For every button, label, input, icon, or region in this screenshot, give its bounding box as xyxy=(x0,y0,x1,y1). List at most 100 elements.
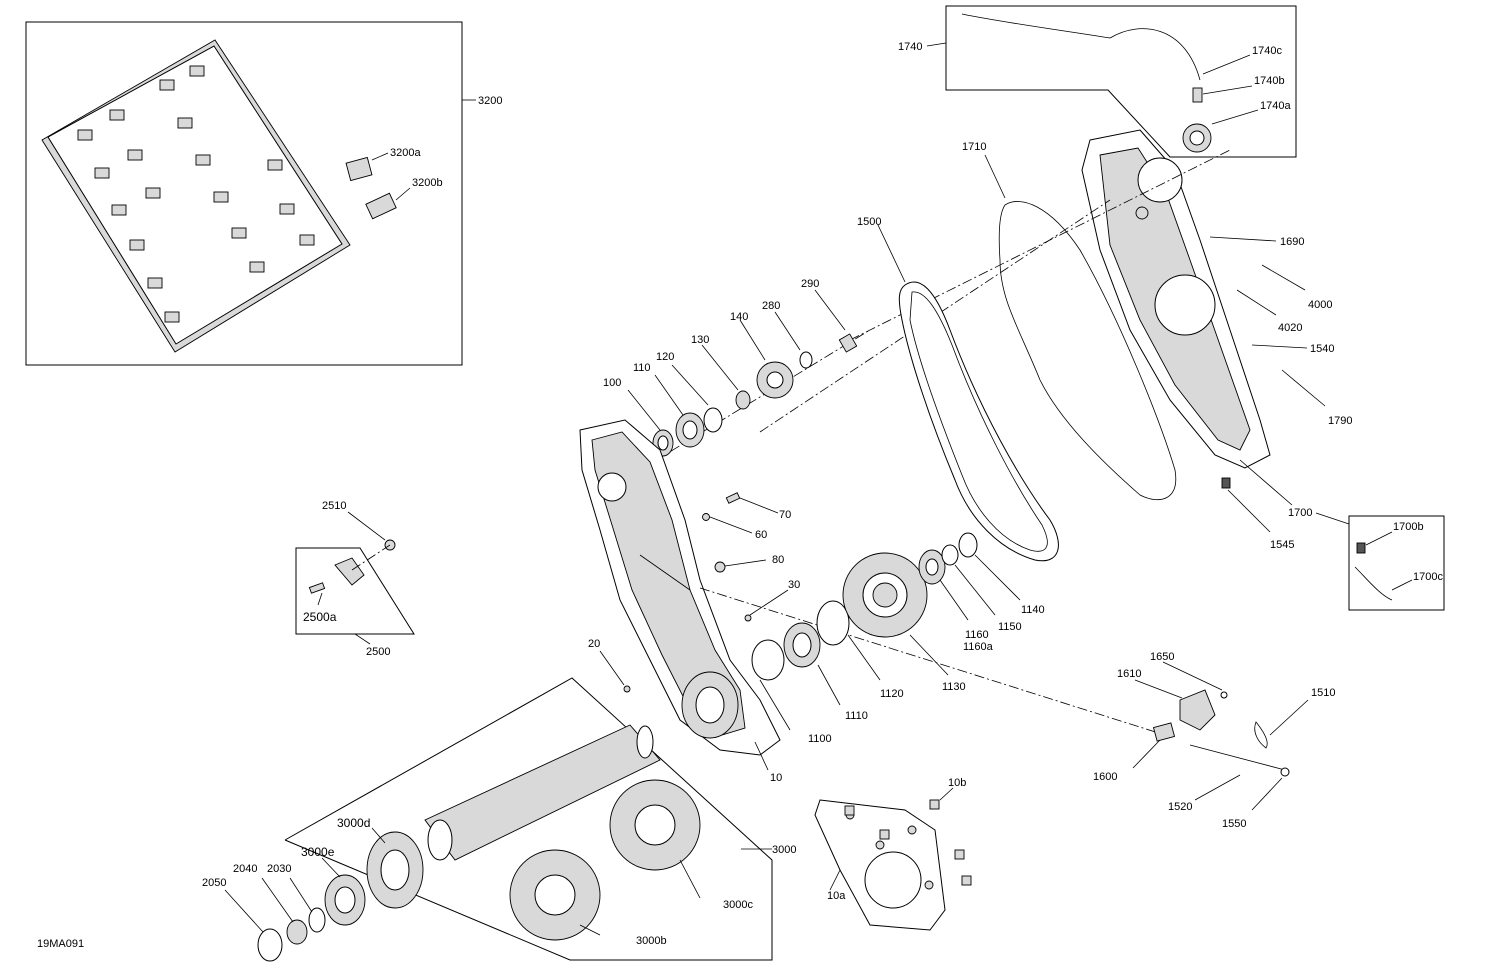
lower-gear-stack xyxy=(751,532,1021,731)
oil-line-inset-1740 xyxy=(926,5,1297,158)
ring-2050 xyxy=(257,928,283,962)
callout-1510: 1510 xyxy=(1311,687,1335,699)
sprocket-3000c xyxy=(609,779,701,871)
nut-80 xyxy=(714,561,726,573)
inset-2500 xyxy=(295,511,415,645)
callout-1690: 1690 xyxy=(1280,236,1304,248)
callout-1160a: 1160a xyxy=(963,641,994,653)
washer-1150 xyxy=(941,544,959,566)
callout-100: 100 xyxy=(603,377,621,389)
gasket-10a xyxy=(814,787,972,931)
callout-10: 10 xyxy=(770,772,782,784)
callout-2500a: 2500a xyxy=(303,610,337,624)
callout-130: 130 xyxy=(691,334,709,346)
callout-1545: 1545 xyxy=(1270,539,1294,551)
callout-1700: 1700 xyxy=(1288,507,1312,519)
callout-3000: 3000 xyxy=(772,844,796,856)
callout-labels: 3200 3200a 3200b 1740 1740c 1740b 1740a … xyxy=(37,41,1443,950)
callout-2050: 2050 xyxy=(202,877,226,889)
inset-1700bc xyxy=(1315,512,1445,611)
chaincase-housing-10 xyxy=(579,419,1166,771)
drawing-id: 19MA091 xyxy=(37,938,84,950)
callout-2040: 2040 xyxy=(233,863,257,875)
spacer-130 xyxy=(735,390,751,410)
callout-10a: 10a xyxy=(827,890,846,902)
callout-2510: 2510 xyxy=(322,500,346,512)
callout-1600: 1600 xyxy=(1093,771,1117,783)
callout-290: 290 xyxy=(801,278,819,290)
callout-120: 120 xyxy=(656,351,674,363)
drive-shaft-inset-3000 xyxy=(284,677,773,961)
callout-1150: 1150 xyxy=(998,621,1022,633)
callout-3200b: 3200b xyxy=(412,177,443,189)
nut-2040 xyxy=(286,919,308,945)
callout-4000: 4000 xyxy=(1308,299,1332,311)
callout-1700b: 1700b xyxy=(1393,521,1424,533)
callout-280: 280 xyxy=(762,300,780,312)
callout-1160: 1160 xyxy=(965,629,989,641)
pin-1650 xyxy=(1220,691,1228,699)
pin-30 xyxy=(744,614,752,622)
callout-1120: 1120 xyxy=(880,688,904,700)
plug-20 xyxy=(623,685,631,693)
track-inset-3200 xyxy=(25,21,476,366)
bracket-2500 xyxy=(334,557,365,586)
callout-1790: 1790 xyxy=(1328,415,1352,427)
callout-2030: 2030 xyxy=(267,863,291,875)
lever-1610 xyxy=(1179,689,1216,731)
callout-80: 80 xyxy=(772,554,784,566)
upper-shaft-parts xyxy=(627,289,871,471)
nuts-10b xyxy=(844,799,972,886)
bearing-parts xyxy=(224,877,326,962)
sprocket-3000b xyxy=(509,849,601,941)
callout-1550: 1550 xyxy=(1222,818,1246,830)
bolt-70 xyxy=(725,492,741,504)
callout-1500: 1500 xyxy=(857,216,881,228)
callout-3200a: 3200a xyxy=(390,147,421,159)
circlip-1120 xyxy=(816,600,850,646)
track-cleats xyxy=(77,65,315,323)
callout-1130: 1130 xyxy=(942,681,966,693)
callout-1520: 1520 xyxy=(1168,801,1192,813)
callout-2500: 2500 xyxy=(366,646,390,658)
chain-1710 xyxy=(984,154,1177,501)
callout-3000b: 3000b xyxy=(636,935,667,947)
clip-3200a xyxy=(345,156,373,182)
callout-3000e: 3000e xyxy=(301,845,335,859)
callout-140: 140 xyxy=(730,311,748,323)
callout-3000d: 3000d xyxy=(337,816,370,830)
callout-1700c: 1700c xyxy=(1413,571,1443,583)
washer-60 xyxy=(702,513,710,521)
fitting-1740b xyxy=(1192,87,1203,103)
circlip-1140 xyxy=(958,532,978,558)
lever-group xyxy=(1132,661,1309,811)
callout-1540: 1540 xyxy=(1310,343,1334,355)
washer-280 xyxy=(799,351,813,369)
callout-20: 20 xyxy=(588,638,600,650)
callout-3000c: 3000c xyxy=(723,899,753,911)
callout-1650: 1650 xyxy=(1150,651,1174,663)
guide-3200b xyxy=(365,192,397,220)
callout-1710: 1710 xyxy=(962,141,986,153)
seal-1100 xyxy=(751,639,785,681)
callout-1110: 1110 xyxy=(845,710,868,722)
callout-70: 70 xyxy=(779,509,791,521)
circlip-2030 xyxy=(308,907,326,933)
block-1600 xyxy=(1152,722,1176,742)
bolt-290 xyxy=(838,333,858,353)
callout-10b: 10b xyxy=(948,777,966,789)
callout-1740b: 1740b xyxy=(1254,75,1285,87)
chain-1500 xyxy=(877,224,1059,562)
callout-1740a: 1740a xyxy=(1260,100,1291,112)
callout-30: 30 xyxy=(788,579,800,591)
callout-1740c: 1740c xyxy=(1252,45,1282,57)
clip-1550 xyxy=(1280,767,1290,777)
callout-110: 110 xyxy=(633,362,651,374)
callout-1740: 1740 xyxy=(898,41,922,53)
callout-1100: 1100 xyxy=(808,733,832,745)
callout-60: 60 xyxy=(755,529,767,541)
callout-1140: 1140 xyxy=(1021,604,1045,616)
bolt-2500a xyxy=(308,582,326,594)
chaincase-cover-1700 xyxy=(759,129,1326,533)
